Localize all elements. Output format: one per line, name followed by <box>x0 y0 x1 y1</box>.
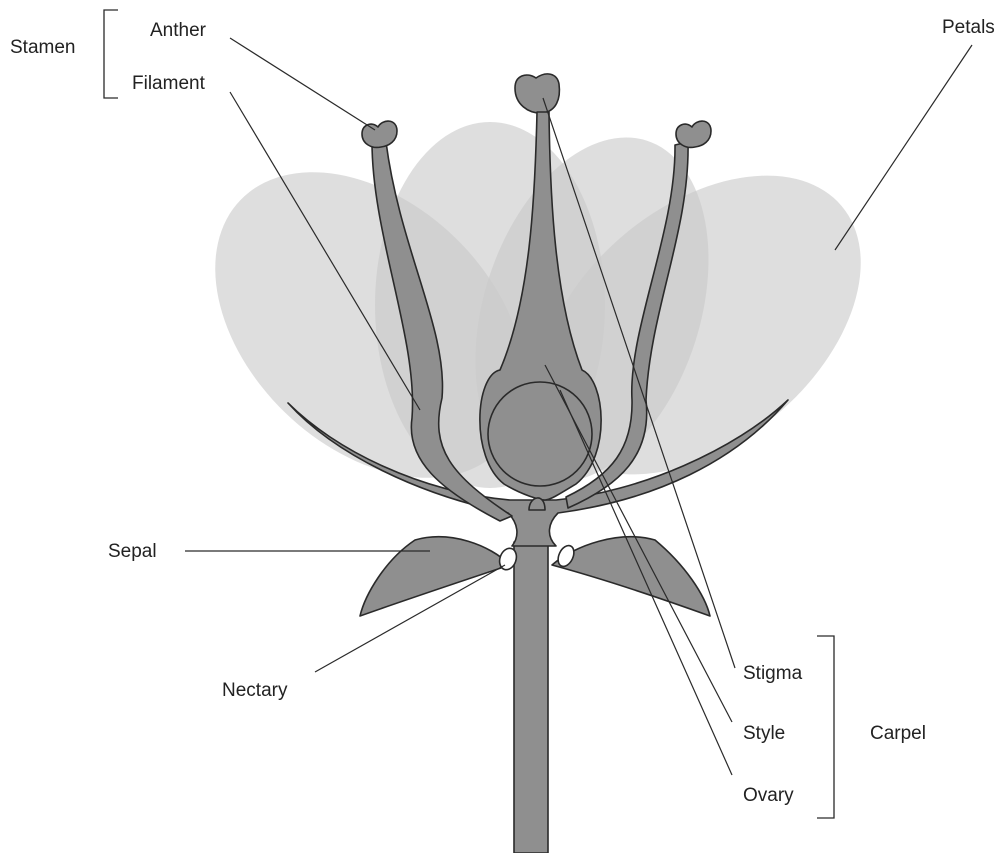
label-carpel: Carpel <box>870 723 926 744</box>
label-nectary: Nectary <box>222 680 288 701</box>
ovary <box>488 382 592 486</box>
label-style: Style <box>743 723 785 744</box>
label-stigma: Stigma <box>743 663 803 684</box>
petals-leader <box>835 45 972 250</box>
label-stamen: Stamen <box>10 37 75 58</box>
label-sepal: Sepal <box>108 541 157 562</box>
carpel-bracket <box>817 636 834 818</box>
label-petals: Petals <box>942 17 995 38</box>
stem <box>514 542 548 853</box>
label-anther: Anther <box>150 20 207 41</box>
label-filament: Filament <box>132 73 206 94</box>
label-ovary: Ovary <box>743 785 794 806</box>
anther-right <box>676 121 711 147</box>
anther-leader <box>230 38 375 130</box>
stamen-bracket <box>104 10 118 98</box>
stigma <box>515 74 559 113</box>
